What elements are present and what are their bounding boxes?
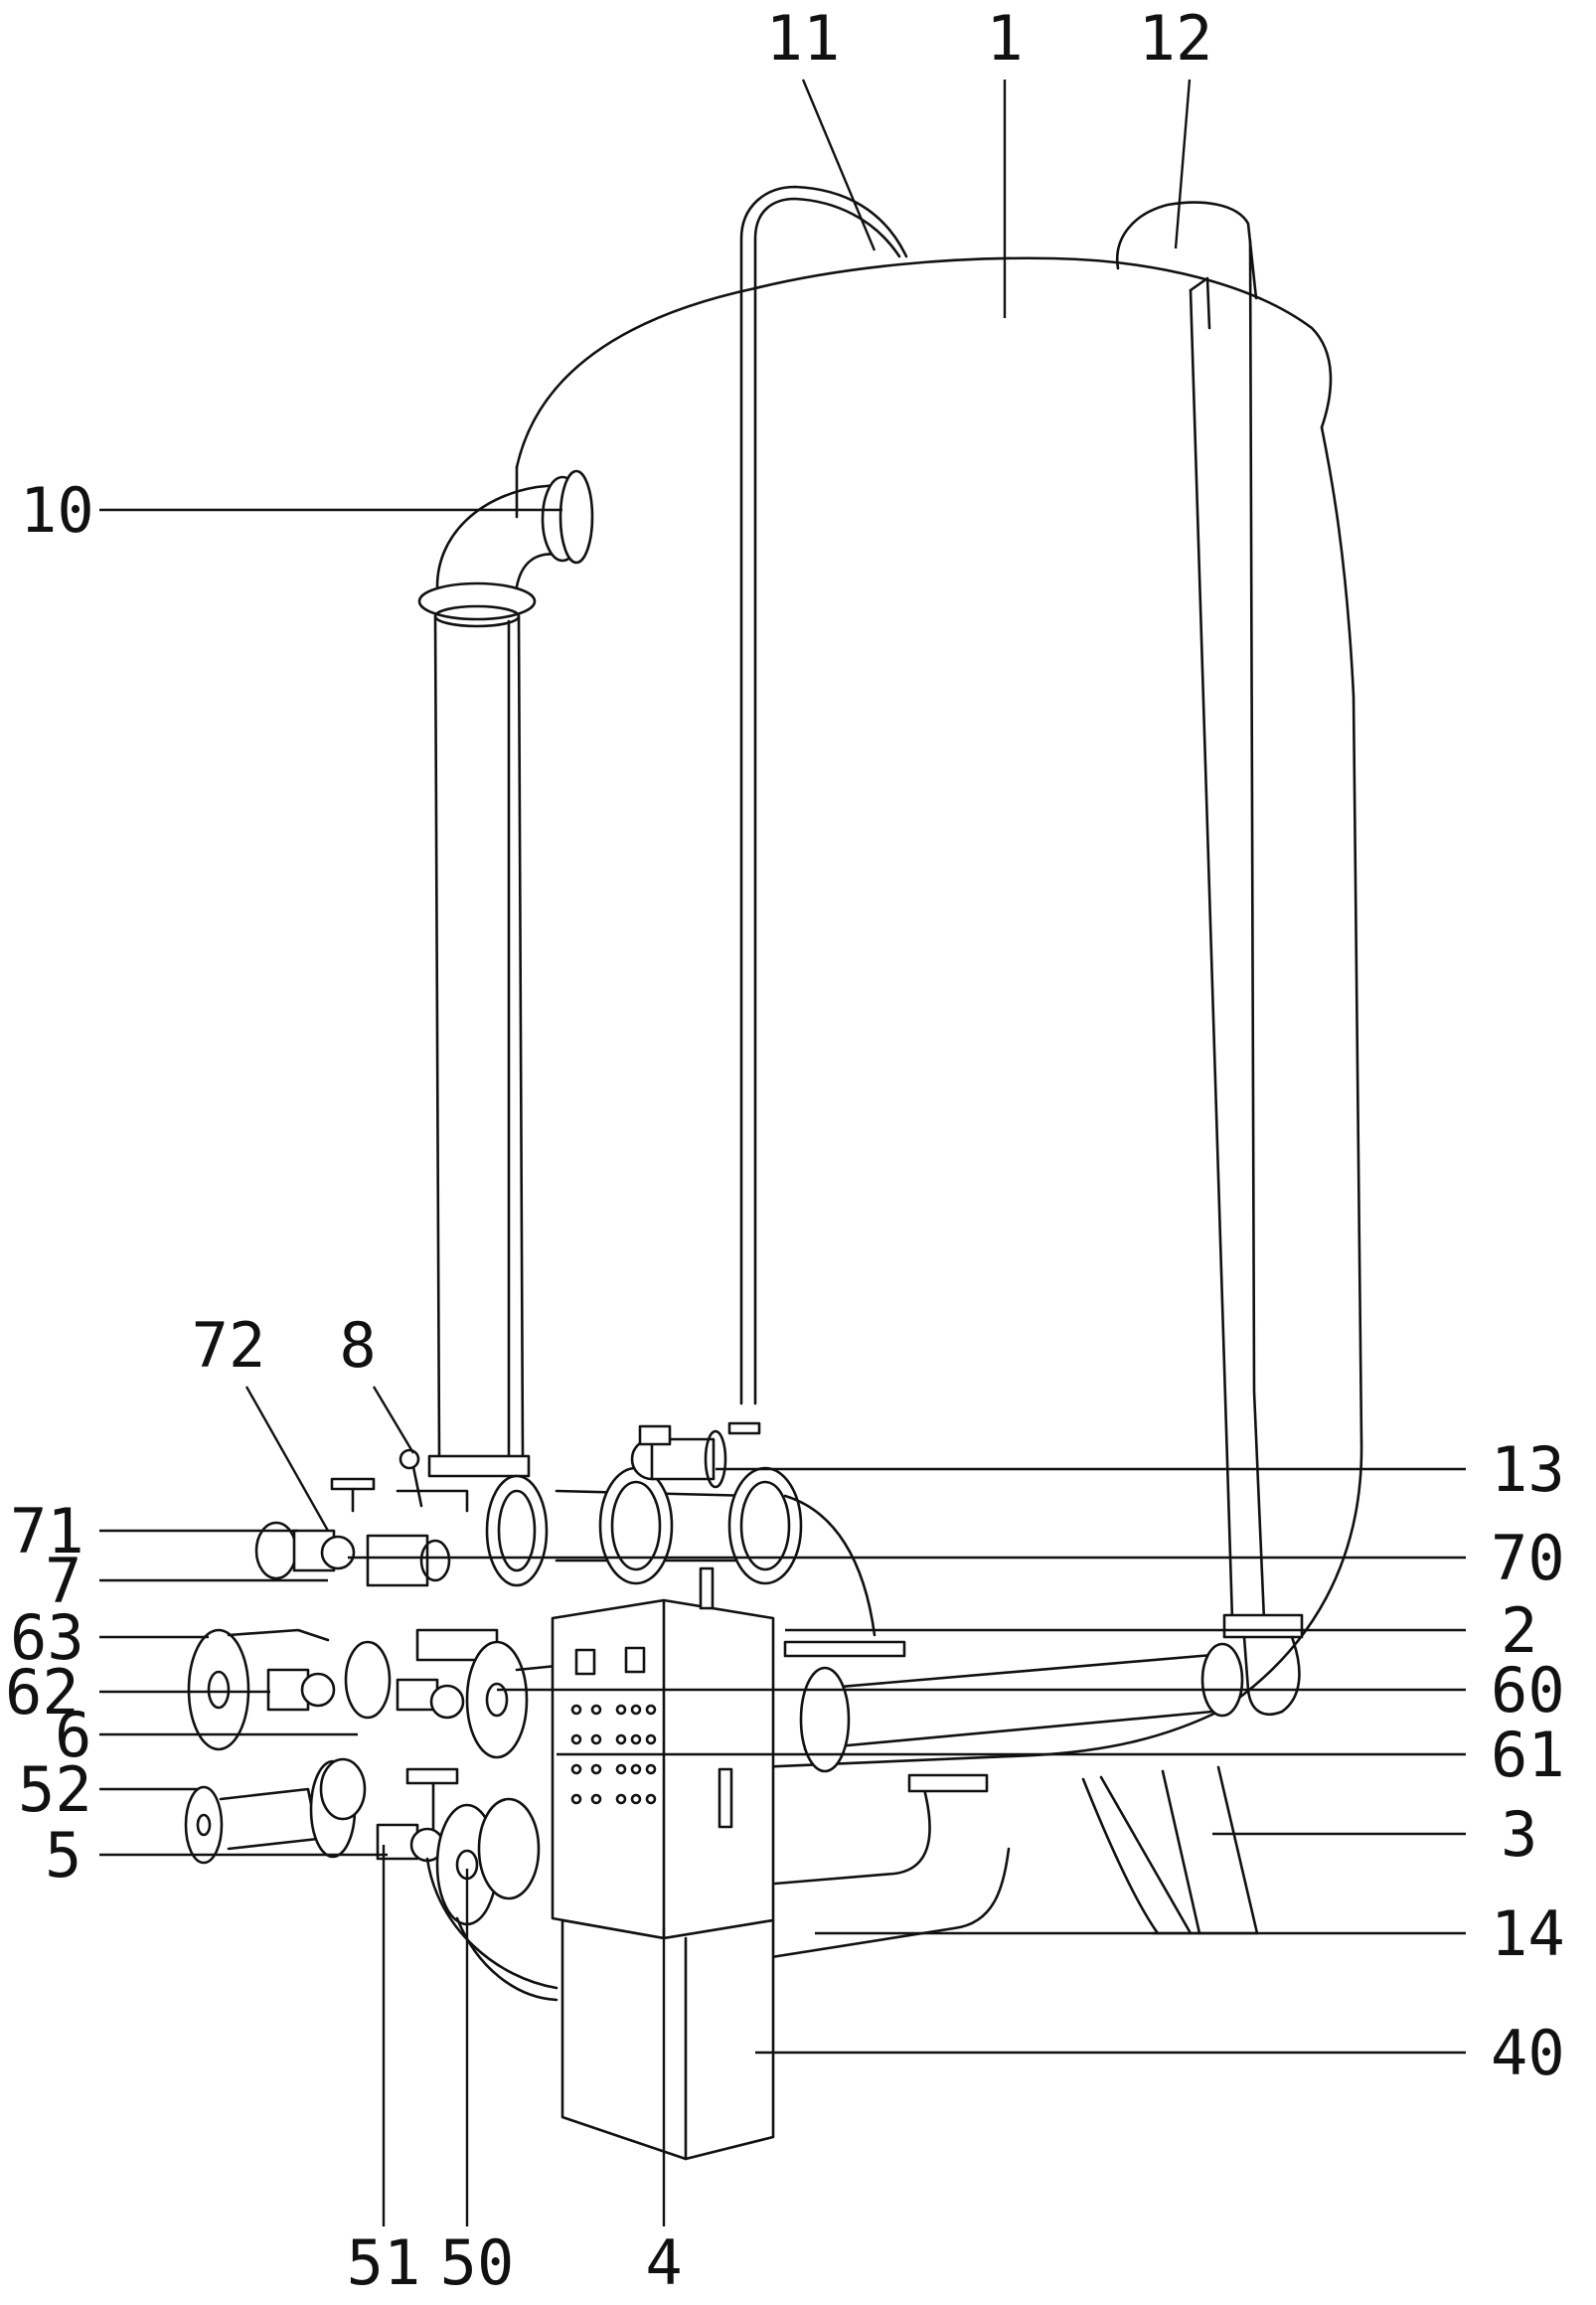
- indicator-dots: [570, 1704, 657, 1805]
- label-61: 61: [1491, 1719, 1565, 1791]
- vent-pipe-11: [739, 185, 908, 1405]
- label-63: 63: [10, 1601, 84, 1674]
- label-72: 72: [192, 1309, 266, 1382]
- label-7: 7: [45, 1545, 81, 1617]
- label-4: 4: [645, 2226, 682, 2299]
- leader-lines: [99, 79, 1466, 2226]
- riser-pipe: [417, 469, 594, 1483]
- label-71: 71: [10, 1495, 84, 1567]
- label-10: 10: [20, 474, 94, 547]
- label-70: 70: [1491, 1522, 1565, 1594]
- right-pipe: [1189, 239, 1304, 1717]
- label-5: 5: [45, 1819, 81, 1892]
- label-60: 60: [1491, 1654, 1565, 1727]
- label-51: 51: [347, 2226, 421, 2299]
- tank-body: [515, 256, 1363, 1960]
- label-6: 6: [55, 1699, 91, 1771]
- label-2: 2: [1501, 1594, 1537, 1667]
- control-cabinet: [551, 1566, 775, 2161]
- label-13: 13: [1491, 1433, 1565, 1506]
- label-11: 11: [766, 2, 841, 75]
- label-12: 12: [1139, 2, 1213, 75]
- manifold: [184, 1421, 1244, 2002]
- label-8: 8: [339, 1309, 376, 1382]
- label-52: 52: [18, 1753, 92, 1826]
- label-40: 40: [1491, 2017, 1565, 2089]
- nozzle-12: [1115, 201, 1258, 300]
- label-62: 62: [5, 1656, 80, 1729]
- label-3: 3: [1501, 1798, 1537, 1871]
- reference-labels: 11 1 12 10 72 8 71 7 63 62 6 52 5 13 70 …: [5, 2, 1565, 2299]
- label-14: 14: [1491, 1897, 1565, 1970]
- support-legs: [1081, 1765, 1259, 1935]
- label-1: 1: [986, 2, 1023, 75]
- label-50: 50: [440, 2226, 515, 2299]
